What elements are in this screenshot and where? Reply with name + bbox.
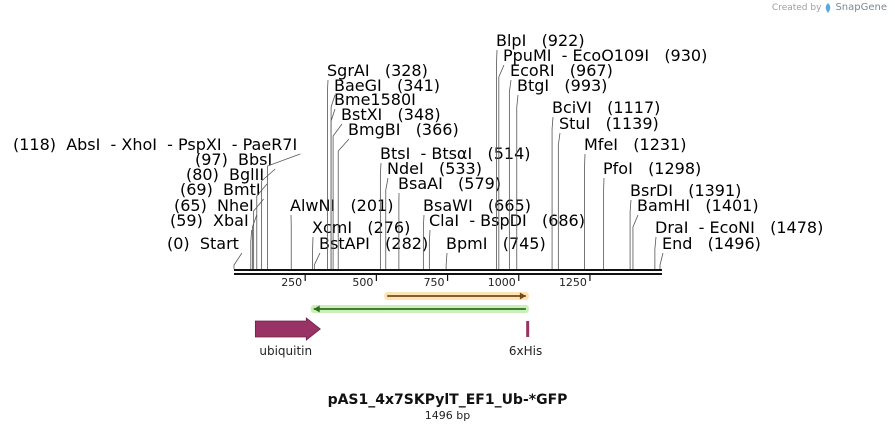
site-line-bsawi <box>422 214 425 269</box>
axis-tick-label-500: 500 <box>352 276 373 289</box>
backbone-top-strand <box>234 269 662 271</box>
site-label-drai: DraI - EcoNI (1478) <box>655 218 823 237</box>
site-line-clai <box>428 229 431 269</box>
site-label-btsi: BtsI - BtsαI (514) <box>380 144 531 163</box>
site-line-stui <box>557 132 561 269</box>
site-line-bpmi <box>445 252 448 269</box>
site-label-absi: (118) AbsI - XhoI - PspXI - PaeR7I <box>13 135 297 154</box>
site-label-blpi: BlpI (922) <box>496 31 585 50</box>
site-line-sgrai <box>327 79 329 269</box>
site-label-nhei: (65) NheI <box>174 196 254 215</box>
site-line-bmgbi <box>337 138 350 269</box>
site-label-bsrdi: BsrDI (1391) <box>630 181 741 200</box>
site-label-mfei: MfeI (1231) <box>584 135 686 154</box>
feature-ubiquitin <box>254 317 321 341</box>
axis-tick-label-1000: 1000 <box>488 276 516 289</box>
site-line-start <box>233 252 243 269</box>
site-label-ecori: EcoRI (967) <box>510 61 613 80</box>
site-line-bstapi <box>313 252 321 269</box>
site-line-xbai <box>250 229 253 269</box>
site-line-absi <box>267 153 301 269</box>
site-line-ecori <box>508 79 512 269</box>
primer-head-orf-green <box>313 305 320 313</box>
site-label-xcmi: XcmI (276) <box>312 218 410 237</box>
snapgene-logo-icon <box>826 2 831 13</box>
site-line-bsrdi <box>629 199 632 269</box>
site-label-bme1580i: Bme1580I <box>334 90 416 109</box>
backbone-bottom-strand <box>234 273 662 275</box>
site-line-btsi <box>379 162 382 269</box>
site-label-pfoi: PfoI (1298) <box>603 159 701 178</box>
feature-label-ubiquitin: ubiquitin <box>259 344 312 358</box>
site-line-bme1580i <box>330 108 336 269</box>
site-line-bmti <box>253 198 264 269</box>
site-label-bamhi: BamHI (1401) <box>637 196 759 215</box>
plasmid-length: 1496 bp <box>424 409 471 422</box>
feature-label-6xhis: 6xHis <box>509 344 542 358</box>
site-label-sgrai: SgrAI (328) <box>327 61 428 80</box>
site-line-ppumi <box>498 64 505 269</box>
site-label-bglii: (80) BglII <box>186 165 264 184</box>
axis-tick-label-250: 250 <box>281 276 302 289</box>
site-label-bsaai: BsaAI (579) <box>398 174 501 193</box>
site-line-bamhi <box>632 214 639 269</box>
site-label-stui: StuI (1139) <box>559 114 659 133</box>
site-line-btgi <box>516 94 519 269</box>
site-line-bcivi <box>551 116 554 269</box>
site-line-nhei <box>252 214 258 269</box>
site-label-bmti: (69) BmtI <box>180 180 261 199</box>
axis-tick-label-1250: 1250 <box>559 276 587 289</box>
credit: Created by SnapGene <box>772 2 887 13</box>
axis-tick-label-750: 750 <box>424 276 445 289</box>
credit-text: Created by <box>771 2 822 13</box>
site-line-drai <box>654 236 657 269</box>
site-label-bbsi: (97) BbsI <box>195 150 272 169</box>
site-line-ndei <box>385 177 389 269</box>
feature-6xhis <box>526 321 530 337</box>
site-label-btgi: BtgI (993) <box>517 76 607 95</box>
site-label-bstxi: BstXI (348) <box>341 105 441 124</box>
site-label-end: End (1496) <box>662 234 761 253</box>
site-label-baegi: BaeGI (341) <box>334 76 440 95</box>
site-label-ndei: NdeI (533) <box>387 159 482 178</box>
credit-brand: SnapGene <box>835 2 887 13</box>
primer-head-orf-orange <box>519 292 526 300</box>
site-label-clai: ClaI - BspDI (686) <box>429 211 585 230</box>
plasmid-name: pAS1_4x7SKPylT_EF1_Ub-*GFP <box>327 392 568 408</box>
site-label-bstapi: BstAPI (282) <box>319 234 428 253</box>
site-line-end <box>659 252 664 269</box>
site-label-xbai: (59) XbaI <box>170 211 249 230</box>
site-label-ppumi: PpuMI - EcoO109I (930) <box>503 46 707 65</box>
site-line-bstxi <box>332 123 343 269</box>
site-label-bmgbi: BmgBI (366) <box>348 120 459 139</box>
site-label-alwni: AlwNI (201) <box>290 196 393 215</box>
site-line-bbsi <box>261 168 276 269</box>
site-label-start: (0) Start <box>167 234 239 253</box>
site-label-bpmi: BpmI (745) <box>446 234 546 253</box>
site-label-bcivi: BciVI (1117) <box>552 98 660 117</box>
site-line-bglii <box>256 183 268 269</box>
